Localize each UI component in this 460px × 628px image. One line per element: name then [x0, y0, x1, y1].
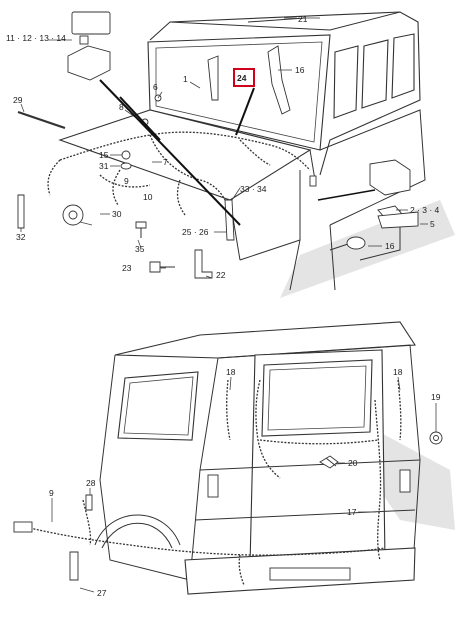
horn-part: [62, 204, 93, 226]
callout-35: 35: [135, 244, 145, 254]
wiper-arm-part: [247, 17, 306, 23]
clip-27-part: [69, 551, 79, 581]
side-lamp-part: [369, 159, 411, 196]
clip-25-26-part: [224, 199, 235, 241]
washer-jet-part: [207, 55, 219, 101]
clip-20-part: [319, 455, 339, 469]
callout-32: 32: [16, 232, 26, 242]
grommet-16-part: [346, 236, 366, 250]
bracket-32-part: [17, 194, 25, 229]
grommet-19-part: [429, 431, 443, 445]
callout-9: 9: [124, 176, 129, 186]
callout-22: 22: [216, 270, 226, 280]
mirror-bracket-part: [267, 45, 291, 115]
bracket-22-part: [194, 249, 213, 279]
callout-6: 6: [153, 82, 158, 92]
callout-23: 23: [122, 263, 132, 273]
callout-1: 1: [183, 74, 188, 84]
relay-box-part: [67, 11, 111, 81]
clip-28-part: [85, 494, 93, 511]
callout-16-grommet: 16: [385, 241, 395, 251]
pointer-line-24: [235, 87, 255, 136]
callout-21: 21: [298, 14, 308, 24]
callout-5: 5: [430, 219, 435, 229]
callout-2-4: 2 · 3 · 4: [410, 205, 440, 215]
callout-16-mirror: 16: [295, 65, 305, 75]
front-wiring-harness: [47, 131, 311, 216]
rear-vehicle-body: [94, 321, 421, 595]
callout-7: 7: [163, 157, 168, 167]
callout-33-34: 33 · 34: [240, 184, 267, 194]
leader-lines-top: [20, 17, 428, 279]
callout-15: 15: [99, 150, 109, 160]
callout-18-left: 18: [226, 367, 236, 377]
long-bolt-part: [17, 110, 66, 130]
callout-19: 19: [431, 392, 441, 402]
pointer-line-cluster: [119, 96, 161, 141]
callout-25-26: 25 · 26: [182, 227, 209, 237]
rear-wiring-harness: [29, 379, 402, 586]
callout-20: 20: [348, 458, 358, 468]
highlight-box-24: [233, 68, 255, 87]
callout-18-right: 18: [393, 367, 403, 377]
grommet-31-part: [120, 162, 132, 170]
leader-lines-bottom: [51, 376, 437, 593]
callout-24: 24: [237, 73, 247, 83]
callout-10: 10: [143, 192, 153, 202]
callout-9-rear: 9: [49, 488, 54, 498]
grommet-15-part: [121, 150, 131, 160]
screw-35-part: [135, 221, 147, 229]
bracket-5-part: [377, 211, 419, 229]
callout-29: 29: [13, 95, 23, 105]
callout-28: 28: [86, 478, 96, 488]
pointer-line-side: [317, 189, 376, 201]
connector-9-part: [13, 521, 33, 533]
callout-8: 8: [119, 102, 124, 112]
bolt-23-part: [149, 261, 161, 273]
callout-27: 27: [97, 588, 107, 598]
pointer-line-relay: [99, 79, 241, 226]
callout-17: 17: [347, 507, 357, 517]
callout-31: 31: [99, 161, 109, 171]
callout-11-14: 11 · 12 · 13 · 14: [6, 33, 66, 43]
callout-30: 30: [112, 209, 122, 219]
